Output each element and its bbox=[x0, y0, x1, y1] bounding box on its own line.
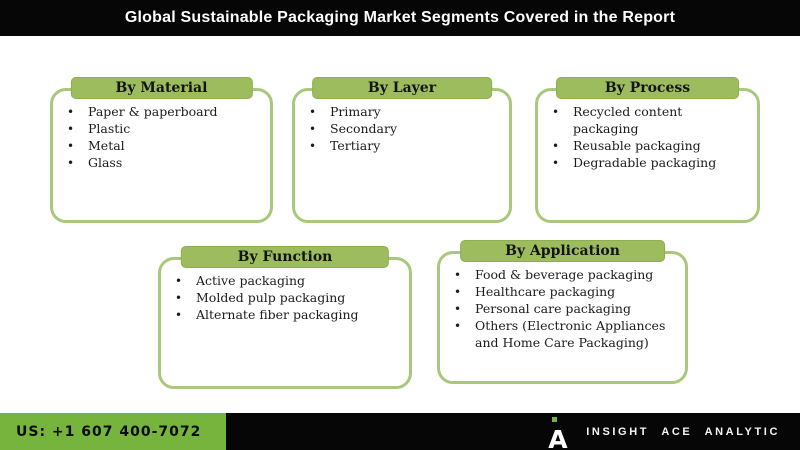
segment-tab-process: By Process bbox=[555, 77, 740, 99]
segment-item-list: Paper & paperboardPlasticMetalGlass bbox=[53, 91, 270, 172]
list-item: Healthcare packaging bbox=[452, 284, 677, 301]
segment-box-function: By Function Active packagingMolded pulp … bbox=[158, 246, 412, 389]
list-item: Tertiary bbox=[307, 138, 501, 155]
segment-item-list: Recycled content packagingReusable packa… bbox=[538, 91, 757, 171]
list-item: Personal care packaging bbox=[452, 301, 677, 318]
list-item: Glass bbox=[65, 155, 262, 172]
segment-item-list: PrimarySecondaryTertiary bbox=[295, 91, 509, 155]
logo-green-dot bbox=[552, 416, 558, 422]
list-item: Food & beverage packaging bbox=[452, 267, 677, 284]
insightace-logo-icon: A bbox=[548, 416, 570, 450]
segment-item-list: Food & beverage packagingHealthcare pack… bbox=[440, 254, 685, 351]
segment-box-process: By Process Recycled content packagingReu… bbox=[535, 77, 760, 223]
segment-tab-material: By Material bbox=[70, 77, 253, 99]
list-item: Secondary bbox=[307, 121, 501, 138]
segment-tab-label: By Layer bbox=[367, 80, 437, 96]
list-item: Primary bbox=[307, 104, 501, 121]
phone-banner: US: +1 607 400-7072 bbox=[0, 413, 226, 450]
brand-name: INSIGHT ACE ANALYTIC bbox=[586, 425, 780, 438]
phone-number: US: +1 607 400-7072 bbox=[16, 423, 202, 440]
list-item: Active packaging bbox=[173, 273, 401, 290]
segment-tab-layer: By Layer bbox=[312, 77, 492, 99]
list-item: Paper & paperboard bbox=[65, 104, 262, 121]
list-item: Molded pulp packaging bbox=[173, 290, 401, 307]
segment-tab-application: By Application bbox=[459, 240, 666, 262]
list-item: Metal bbox=[65, 138, 262, 155]
list-item: Recycled content packaging bbox=[550, 104, 749, 137]
list-item: Reusable packaging bbox=[550, 138, 749, 155]
segment-tab-label: By Function bbox=[237, 249, 333, 265]
logo-letter: A bbox=[548, 424, 568, 450]
segment-box-application: By Application Food & beverage packaging… bbox=[437, 240, 688, 384]
list-item: Degradable packaging bbox=[550, 155, 749, 172]
list-item: Plastic bbox=[65, 121, 262, 138]
segment-tab-label: By Application bbox=[505, 243, 620, 259]
page-title: Global Sustainable Packaging Market Segm… bbox=[124, 9, 676, 26]
footer-bar: US: +1 607 400-7072 A INSIGHT ACE ANALYT… bbox=[0, 413, 800, 450]
segment-tab-label: By Process bbox=[604, 80, 691, 96]
segment-tab-function: By Function bbox=[180, 246, 390, 268]
segment-tab-label: By Material bbox=[115, 80, 208, 96]
title-bar: Global Sustainable Packaging Market Segm… bbox=[0, 0, 800, 36]
list-item: Others (Electronic Appliances and Home C… bbox=[452, 318, 677, 351]
brand-block: A INSIGHT ACE ANALYTIC bbox=[548, 413, 780, 450]
segment-item-list: Active packagingMolded pulp packagingAlt… bbox=[161, 260, 409, 324]
list-item: Alternate fiber packaging bbox=[173, 307, 401, 324]
segment-box-material: By Material Paper & paperboardPlasticMet… bbox=[50, 77, 273, 223]
segment-box-layer: By Layer PrimarySecondaryTertiary bbox=[292, 77, 512, 223]
